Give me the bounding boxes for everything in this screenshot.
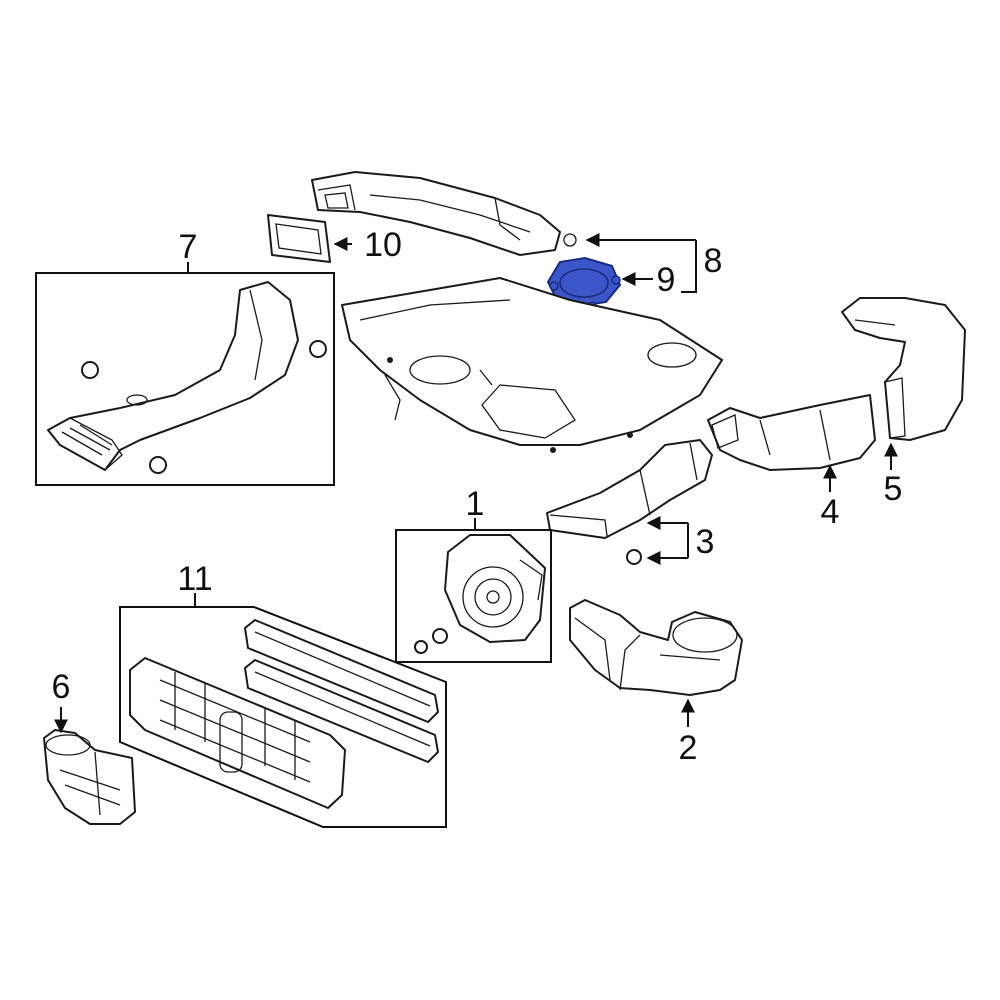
callout-10: 10 <box>364 226 402 264</box>
part-7-frame <box>35 272 335 486</box>
clip-part[interactable] <box>626 549 642 565</box>
seal-strip-part[interactable] <box>244 619 439 763</box>
right-duct-part[interactable] <box>707 394 876 471</box>
callout-7: 7 <box>179 228 198 266</box>
part-1-frame <box>395 529 552 663</box>
blower-motor-part[interactable] <box>414 534 546 654</box>
callout-8: 8 <box>704 242 723 280</box>
upper-duct-part[interactable] <box>311 171 577 256</box>
outer-duct-part[interactable] <box>841 297 966 441</box>
callout-6: 6 <box>52 668 71 706</box>
callout-9: 9 <box>657 261 676 299</box>
callout-2: 2 <box>679 729 698 767</box>
callout-11: 11 <box>177 560 212 598</box>
clip-part[interactable] <box>81 340 327 474</box>
filter-grille-part[interactable] <box>129 657 346 809</box>
part-11-frame <box>119 606 447 828</box>
lower-duct-part[interactable] <box>43 729 136 825</box>
callout-4: 4 <box>821 493 840 531</box>
callout-3: 3 <box>696 523 715 561</box>
callout-5: 5 <box>884 470 903 508</box>
center-duct-part[interactable] <box>546 439 713 539</box>
leader-lines <box>54 233 898 734</box>
seal-part[interactable] <box>267 214 331 263</box>
side-duct-part[interactable] <box>47 281 299 471</box>
callout-1: 1 <box>466 485 485 523</box>
lower-curved-duct-part[interactable] <box>569 599 743 696</box>
rear-tray-part <box>341 277 723 453</box>
